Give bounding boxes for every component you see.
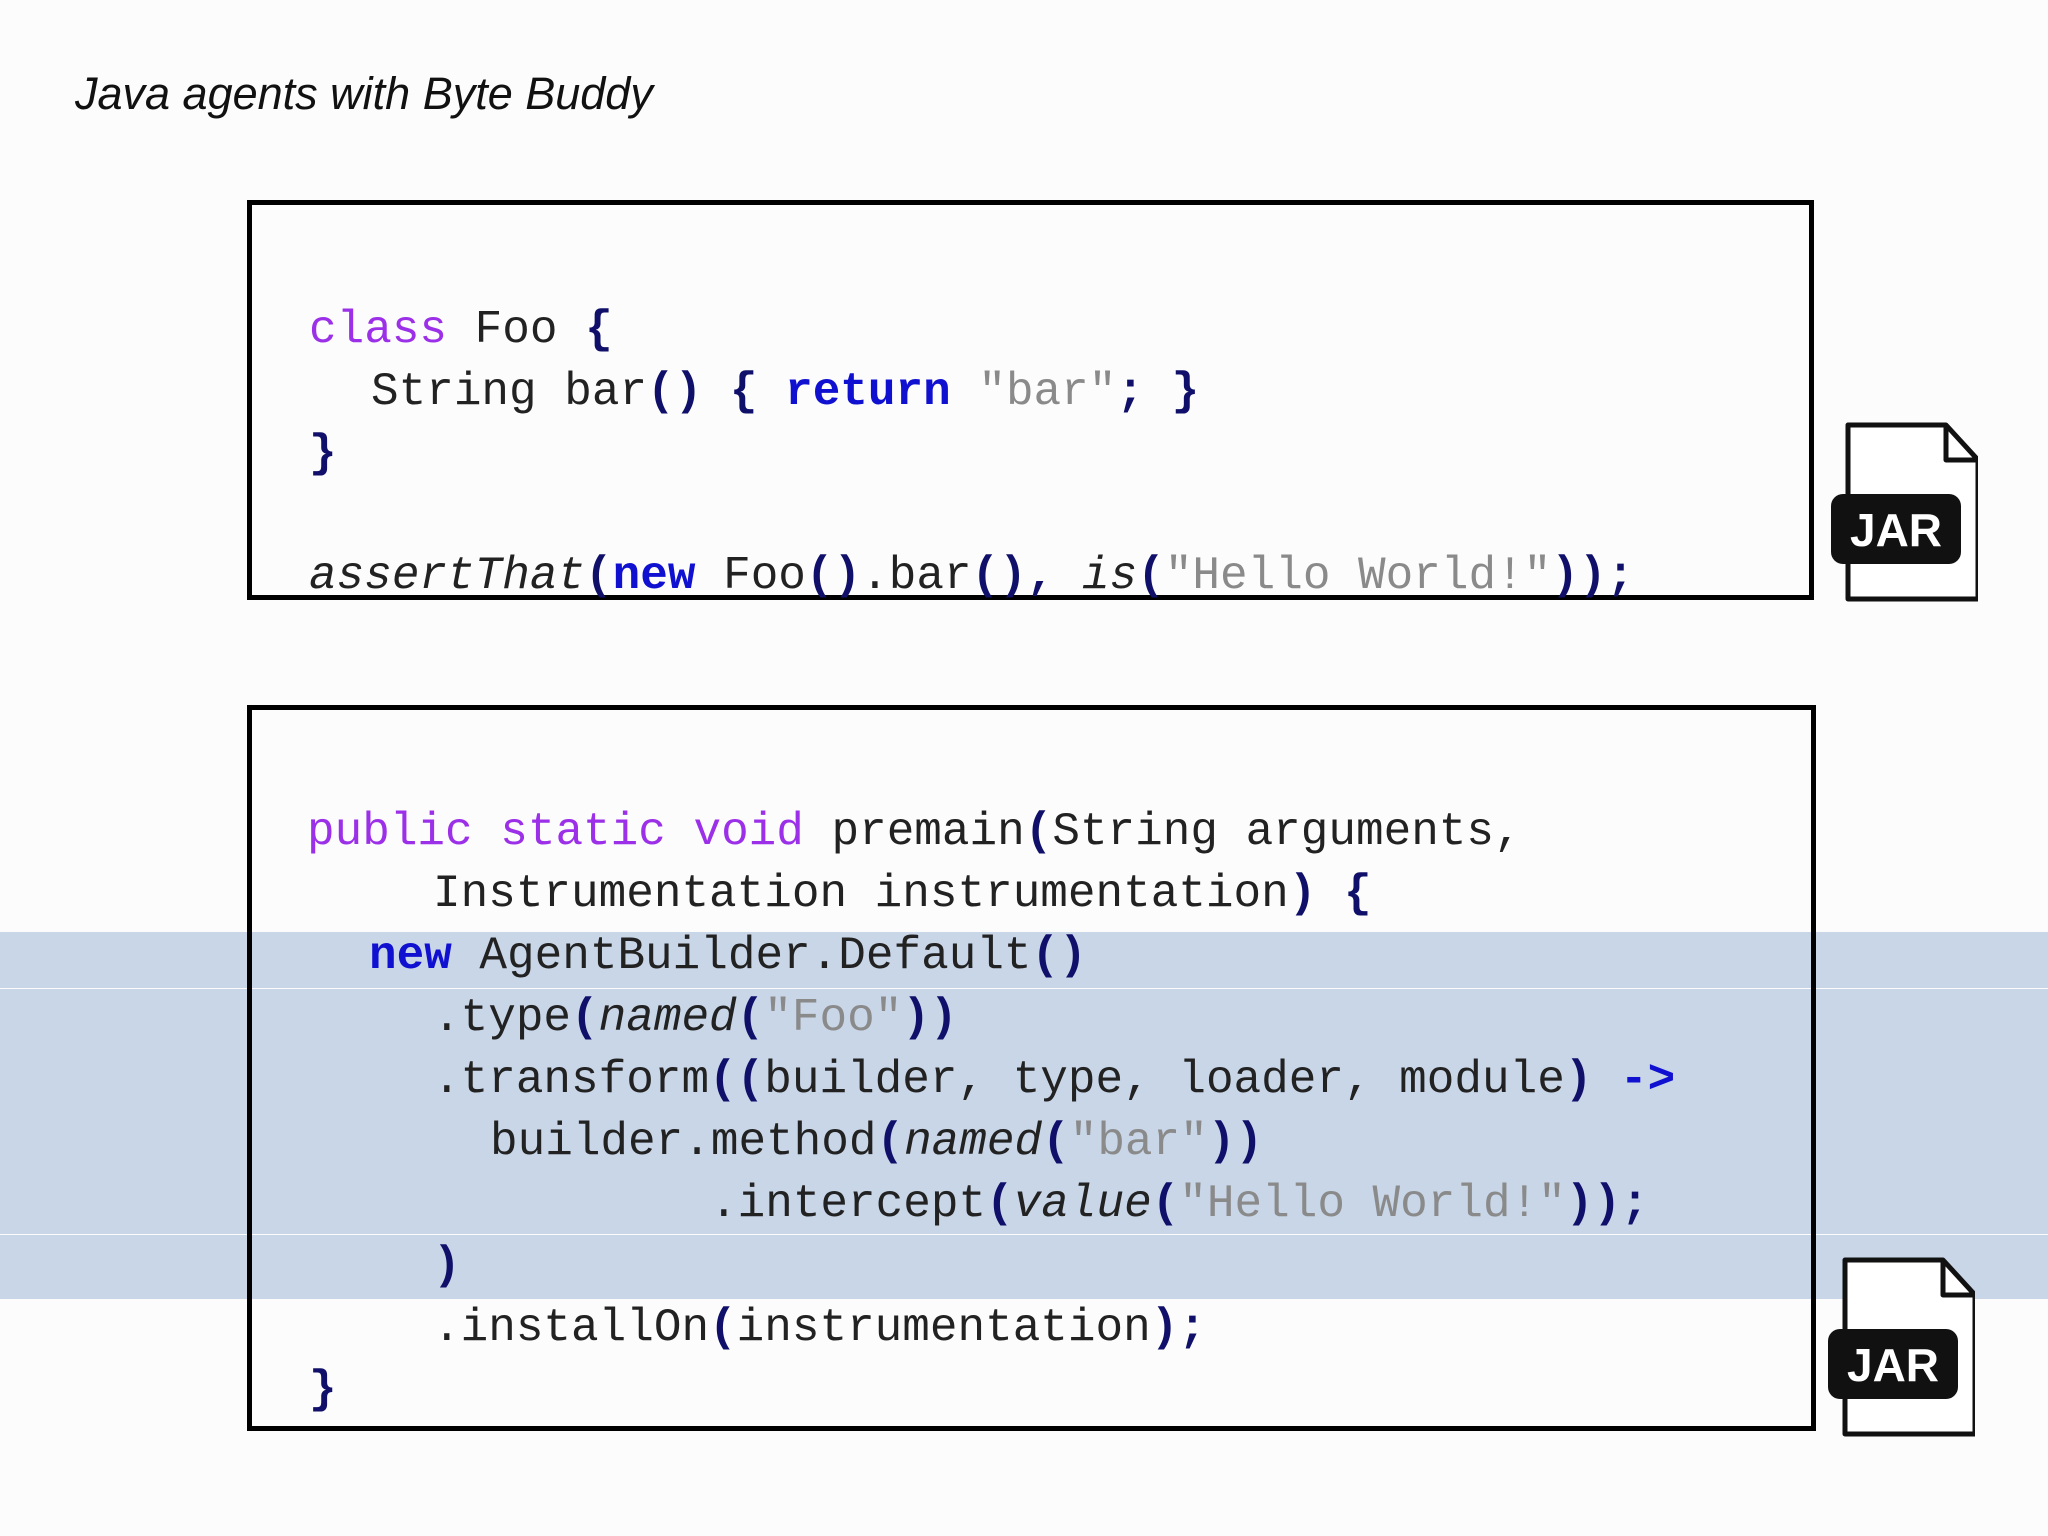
brace: { [585, 304, 613, 356]
keyword: public static void [307, 806, 804, 858]
function-name: is [1081, 550, 1138, 602]
code-line-installon: .installOn(instrumentation); [433, 1244, 1206, 1356]
brace: { [1343, 868, 1372, 920]
slide-title: Java agents with Byte Buddy [75, 68, 653, 119]
jar-label: JAR [1850, 504, 1942, 556]
jar-file-icon: JAR [1831, 422, 1978, 602]
space [1592, 1054, 1620, 1106]
code-box-agent [247, 705, 1816, 1431]
code-line-instrumentation-param: Instrumentation instrumentation) { [433, 810, 1372, 922]
code-text: .transform [433, 1054, 710, 1106]
code-line-new-agentbuilder: new AgentBuilder.Default() [369, 872, 1087, 984]
code-text: String bar [371, 366, 648, 418]
space [1316, 868, 1344, 920]
paren: ) [433, 1240, 461, 1292]
lambda-arrow: -> [1620, 1054, 1676, 1106]
code-line-intercept: .intercept(value("Hello World!")); [710, 1120, 1649, 1232]
code-text: Instrumentation instrumentation [433, 868, 1289, 920]
brace: { [729, 366, 758, 418]
code-line-transform: .transform((builder, type, loader, modul… [433, 996, 1675, 1108]
paren: () [647, 366, 703, 418]
paren: ); [1150, 1302, 1206, 1354]
paren: ( [986, 1178, 1014, 1230]
keyword-new: new [612, 550, 696, 602]
semicolon: ; [1116, 366, 1172, 418]
function-name: assertThat [309, 550, 586, 602]
paren: ( [571, 992, 599, 1044]
code-text: premain [803, 806, 1025, 858]
string-literal: "bar" [978, 366, 1117, 418]
function-name: named [904, 1116, 1043, 1168]
code-text: .installOn [433, 1302, 710, 1354]
code-text: AgentBuilder.Default [451, 930, 1032, 982]
highlight-band-install [0, 1235, 2048, 1299]
brace: } [309, 1364, 337, 1416]
comma: , [1026, 550, 1082, 602]
space [702, 366, 730, 418]
paren: ( [585, 550, 613, 602]
paren: ( [709, 1302, 737, 1354]
paren: )); [1565, 1178, 1649, 1230]
paren: ( [1024, 806, 1053, 858]
code-line-close-brace: } [309, 370, 337, 482]
code-text: .intercept [710, 1178, 987, 1230]
keyword-return: return [785, 366, 951, 418]
code-text: builder.method [490, 1116, 877, 1168]
string-literal: "Foo" [764, 992, 903, 1044]
paren: ( [1042, 1116, 1070, 1168]
paren: (( [709, 1054, 765, 1106]
paren: ) [1288, 868, 1317, 920]
code-line-close-brace: } [309, 1306, 337, 1418]
code-line-type: .type(named("Foo")) [433, 934, 958, 1046]
function-name: named [598, 992, 737, 1044]
highlight-band-transform [0, 989, 2048, 1234]
brace: } [309, 428, 337, 480]
highlight-band-type [0, 932, 2048, 988]
code-text: .type [433, 992, 572, 1044]
keyword-new: new [369, 930, 452, 982]
paren: () [1031, 930, 1087, 982]
code-line-bar-method: String bar() { return "bar"; } [371, 308, 1199, 420]
paren: ( [1137, 550, 1165, 602]
code-box-foo [247, 200, 1814, 600]
paren: ( [876, 1116, 905, 1168]
code-text: Foo [695, 550, 806, 602]
code-line-builder-method: builder.method(named("bar")) [490, 1058, 1263, 1170]
code-line-class-foo: class Foo { [309, 246, 613, 358]
code-text: String arguments, [1052, 806, 1522, 858]
string-literal: "bar" [1069, 1116, 1208, 1168]
jar-file-icon: JAR [1828, 1257, 1975, 1437]
code-line-assert: assertThat(new Foo().bar(), is("Hello Wo… [309, 492, 1634, 604]
paren: () [971, 550, 1027, 602]
code-text: instrumentation [736, 1302, 1151, 1354]
paren: )); [1551, 550, 1635, 602]
paren: ) [1564, 1054, 1593, 1106]
code-text: builder, type, loader, module [764, 1054, 1565, 1106]
string-literal: "Hello World!" [1164, 550, 1552, 602]
brace: } [1171, 366, 1200, 418]
code-line-premain: public static void premain(String argume… [307, 748, 1522, 860]
jar-label: JAR [1847, 1339, 1939, 1391]
code-text: Foo [447, 304, 586, 356]
function-name: value [1013, 1178, 1152, 1230]
paren: () [805, 550, 862, 602]
keyword: class [309, 304, 448, 356]
code-line-close-paren: ) [433, 1182, 461, 1294]
paren: )) [1207, 1116, 1263, 1168]
paren: ( [736, 992, 765, 1044]
paren: ( [1151, 1178, 1180, 1230]
paren: )) [902, 992, 958, 1044]
code-text: .bar [861, 550, 972, 602]
string-literal: "Hello World!" [1179, 1178, 1566, 1230]
